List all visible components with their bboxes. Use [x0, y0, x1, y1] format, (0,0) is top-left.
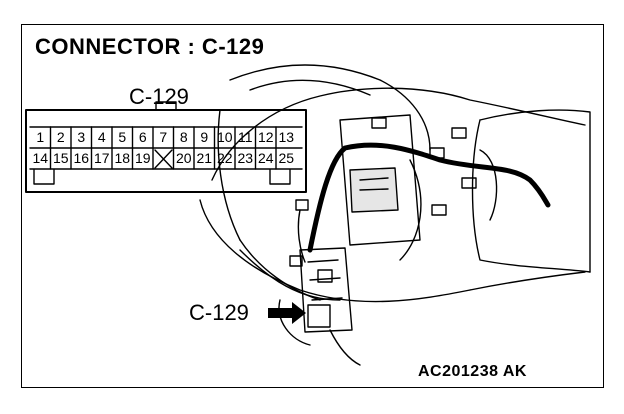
pin-number: 17 — [93, 150, 110, 166]
pin-number: 7 — [159, 129, 168, 145]
pin-number: 6 — [138, 129, 147, 145]
pin-empty — [153, 148, 174, 169]
connector-lock-tab — [155, 101, 177, 111]
pin-number: 13 — [278, 129, 295, 145]
reference-code: AC201238 AK — [418, 363, 527, 380]
empty-cavity-mark — [154, 149, 173, 169]
pin-number: 24 — [257, 150, 274, 166]
connector-housing — [25, 109, 307, 193]
connector-label: C-129 — [129, 84, 189, 109]
wiring-harness — [307, 142, 551, 253]
pin-number: 12 — [257, 129, 274, 145]
pin-number: 3 — [77, 129, 86, 145]
pin-number: 2 — [56, 129, 65, 145]
pin-number: 8 — [179, 129, 188, 145]
pin-number: 16 — [73, 150, 90, 166]
pin-number: 19 — [134, 150, 151, 166]
pin-number: 10 — [216, 129, 233, 145]
pin-number: 9 — [200, 129, 209, 145]
connector-pin-grid: 1 2 3 4 5 6 7 8 9 10 11 12 13 14 15 16 1… — [30, 127, 297, 169]
pin-number: 21 — [196, 150, 213, 166]
pin-number: 23 — [237, 150, 254, 166]
pointer-arrow — [268, 302, 306, 324]
pin-number: 20 — [175, 150, 192, 166]
pin-number: 11 — [237, 129, 253, 145]
pin-number: 22 — [216, 150, 233, 166]
pin-number: 14 — [32, 150, 49, 166]
pin-number: 1 — [36, 129, 45, 145]
pin-number: 4 — [97, 129, 106, 145]
diagram-title: CONNECTOR : C-129 — [35, 34, 265, 59]
pin-number: 18 — [114, 150, 131, 166]
pin-number: 5 — [118, 129, 127, 145]
pin-number: 25 — [278, 150, 295, 166]
pin-number: 15 — [52, 150, 69, 166]
pointer-label: C-129 — [189, 300, 249, 325]
